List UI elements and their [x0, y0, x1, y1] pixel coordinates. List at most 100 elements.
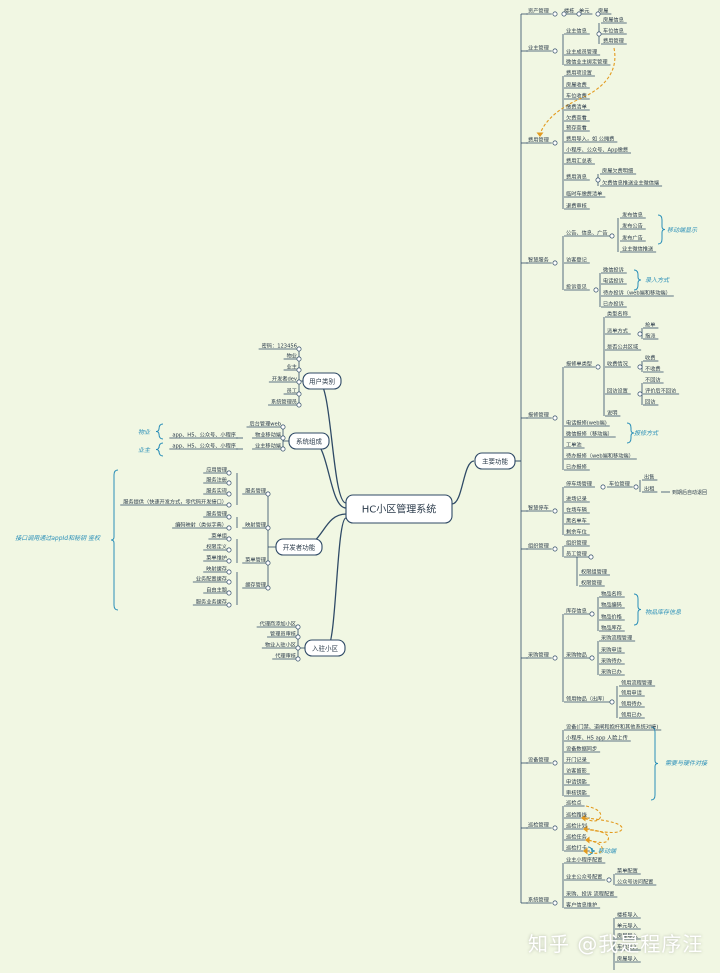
- expand-dot[interactable]: [226, 470, 232, 476]
- expand-dot[interactable]: [226, 602, 232, 608]
- section-node[interactable]: 报修管理: [528, 411, 550, 419]
- leaf-node: 出租: [644, 485, 654, 493]
- expand-dot[interactable]: [265, 560, 271, 566]
- expand-dot[interactable]: [552, 508, 558, 514]
- system-node-label[interactable]: 系统组成: [296, 436, 323, 445]
- section-node[interactable]: 组织管理: [528, 542, 550, 550]
- leaf-node: 已办投诉: [603, 300, 624, 308]
- expand-dot[interactable]: [265, 585, 271, 591]
- join-node[interactable]: [304, 639, 346, 657]
- expand-dot[interactable]: [265, 491, 271, 497]
- leaf-node: 业主: [287, 363, 297, 371]
- leaf-node: 电话投诉: [603, 277, 624, 285]
- section-node[interactable]: 资产管理: [528, 7, 550, 15]
- section-node[interactable]: 设备管理: [528, 756, 550, 764]
- expand-dot[interactable]: [552, 825, 558, 831]
- expand-dot[interactable]: [593, 287, 599, 293]
- expand-dot[interactable]: [552, 140, 558, 146]
- dev-node[interactable]: [275, 538, 323, 556]
- section-node[interactable]: 系统管理: [528, 896, 550, 904]
- expand-dot[interactable]: [226, 590, 232, 596]
- expand-dot[interactable]: [295, 656, 301, 662]
- system-node[interactable]: [288, 432, 330, 450]
- dev-node-label[interactable]: 开发者功能: [283, 542, 316, 551]
- section-node[interactable]: 智慧停车: [528, 504, 549, 512]
- expand-dot[interactable]: [600, 484, 606, 490]
- expand-dot[interactable]: [226, 502, 232, 508]
- expand-dot[interactable]: [226, 569, 232, 575]
- patrol-arrow-1-head: [581, 814, 586, 822]
- section-node[interactable]: 智慧服务: [528, 256, 549, 264]
- expand-dot[interactable]: [226, 480, 232, 486]
- leaf-node: 指派: [645, 332, 656, 340]
- section-node[interactable]: 采购管理: [528, 651, 550, 659]
- expand-dot[interactable]: [637, 364, 643, 370]
- join-node-label[interactable]: 入驻小区: [312, 643, 339, 652]
- leaf-node: 房屋: [598, 7, 608, 15]
- expand-dot[interactable]: [280, 446, 286, 452]
- expand-dot[interactable]: [552, 415, 558, 421]
- expand-dot[interactable]: [280, 435, 286, 441]
- expand-dot[interactable]: [609, 233, 615, 239]
- expand-dot[interactable]: [596, 31, 602, 37]
- expand-dot[interactable]: [296, 391, 302, 397]
- expand-dot[interactable]: [295, 624, 301, 630]
- expand-dot[interactable]: [576, 11, 582, 17]
- expand-dot[interactable]: [226, 558, 232, 564]
- expand-dot[interactable]: [296, 367, 302, 373]
- root-node[interactable]: [345, 494, 453, 524]
- root-node-label[interactable]: HC小区管理系统: [362, 503, 437, 516]
- expand-dot[interactable]: [296, 346, 302, 352]
- leaf-node: 权限组管理: [581, 568, 608, 576]
- expand-dot[interactable]: [296, 379, 302, 385]
- expand-dot[interactable]: [589, 655, 595, 661]
- expand-dot[interactable]: [295, 634, 301, 640]
- expand-dot[interactable]: [552, 260, 558, 266]
- expand-dot[interactable]: [226, 547, 232, 553]
- main-node[interactable]: [474, 452, 516, 470]
- expand-dot[interactable]: [595, 11, 601, 17]
- expand-dot[interactable]: [296, 402, 302, 408]
- expand-dot[interactable]: [226, 514, 232, 520]
- expand-dot[interactable]: [595, 177, 601, 183]
- expand-dot[interactable]: [280, 424, 286, 430]
- expand-dot[interactable]: [226, 579, 232, 585]
- expand-dot[interactable]: [226, 491, 232, 497]
- leaf-node: 公告、信息、广告: [566, 229, 608, 237]
- leaf-node: 小程序、公众号、App缴费: [566, 146, 628, 154]
- expand-dot[interactable]: [296, 356, 302, 362]
- expand-dot[interactable]: [589, 611, 595, 617]
- annotation-note: 移动端: [598, 847, 617, 855]
- expand-dot[interactable]: [552, 760, 558, 766]
- expand-dot[interactable]: [609, 699, 615, 705]
- expand-dot[interactable]: [265, 525, 271, 531]
- expand-dot[interactable]: [637, 331, 643, 337]
- section-node[interactable]: 业主管理: [528, 44, 550, 52]
- expand-dot[interactable]: [588, 554, 594, 560]
- expand-dot[interactable]: [606, 877, 612, 883]
- users-node[interactable]: [302, 372, 342, 390]
- section-node[interactable]: 费用管理: [528, 136, 550, 144]
- leaf-node: 房屋信息: [603, 16, 624, 24]
- expand-dot[interactable]: [561, 11, 567, 17]
- section-node[interactable]: 巡检管理: [528, 821, 550, 829]
- expand-dot[interactable]: [295, 645, 301, 651]
- expand-dot[interactable]: [226, 525, 232, 531]
- leaf-node: 电话报修(web端): [566, 419, 607, 427]
- leaf-node: 采购流程管理: [601, 634, 633, 642]
- leaf-node: 单元: [579, 7, 589, 15]
- expand-dot[interactable]: [552, 655, 558, 661]
- expand-dot[interactable]: [595, 364, 601, 370]
- users-node-label[interactable]: 用户类别: [309, 376, 335, 385]
- expand-dot[interactable]: [226, 536, 232, 542]
- main-node-label[interactable]: 主要功能: [482, 456, 509, 465]
- expand-dot[interactable]: [552, 900, 558, 906]
- expand-dot[interactable]: [633, 484, 639, 490]
- expand-dot[interactable]: [552, 11, 558, 17]
- leaf-node: 员工: [287, 388, 297, 395]
- expand-dot[interactable]: [637, 391, 643, 397]
- expand-dot[interactable]: [552, 48, 558, 54]
- leaf-node: 开发者dev: [272, 375, 297, 383]
- expand-dot[interactable]: [552, 546, 558, 552]
